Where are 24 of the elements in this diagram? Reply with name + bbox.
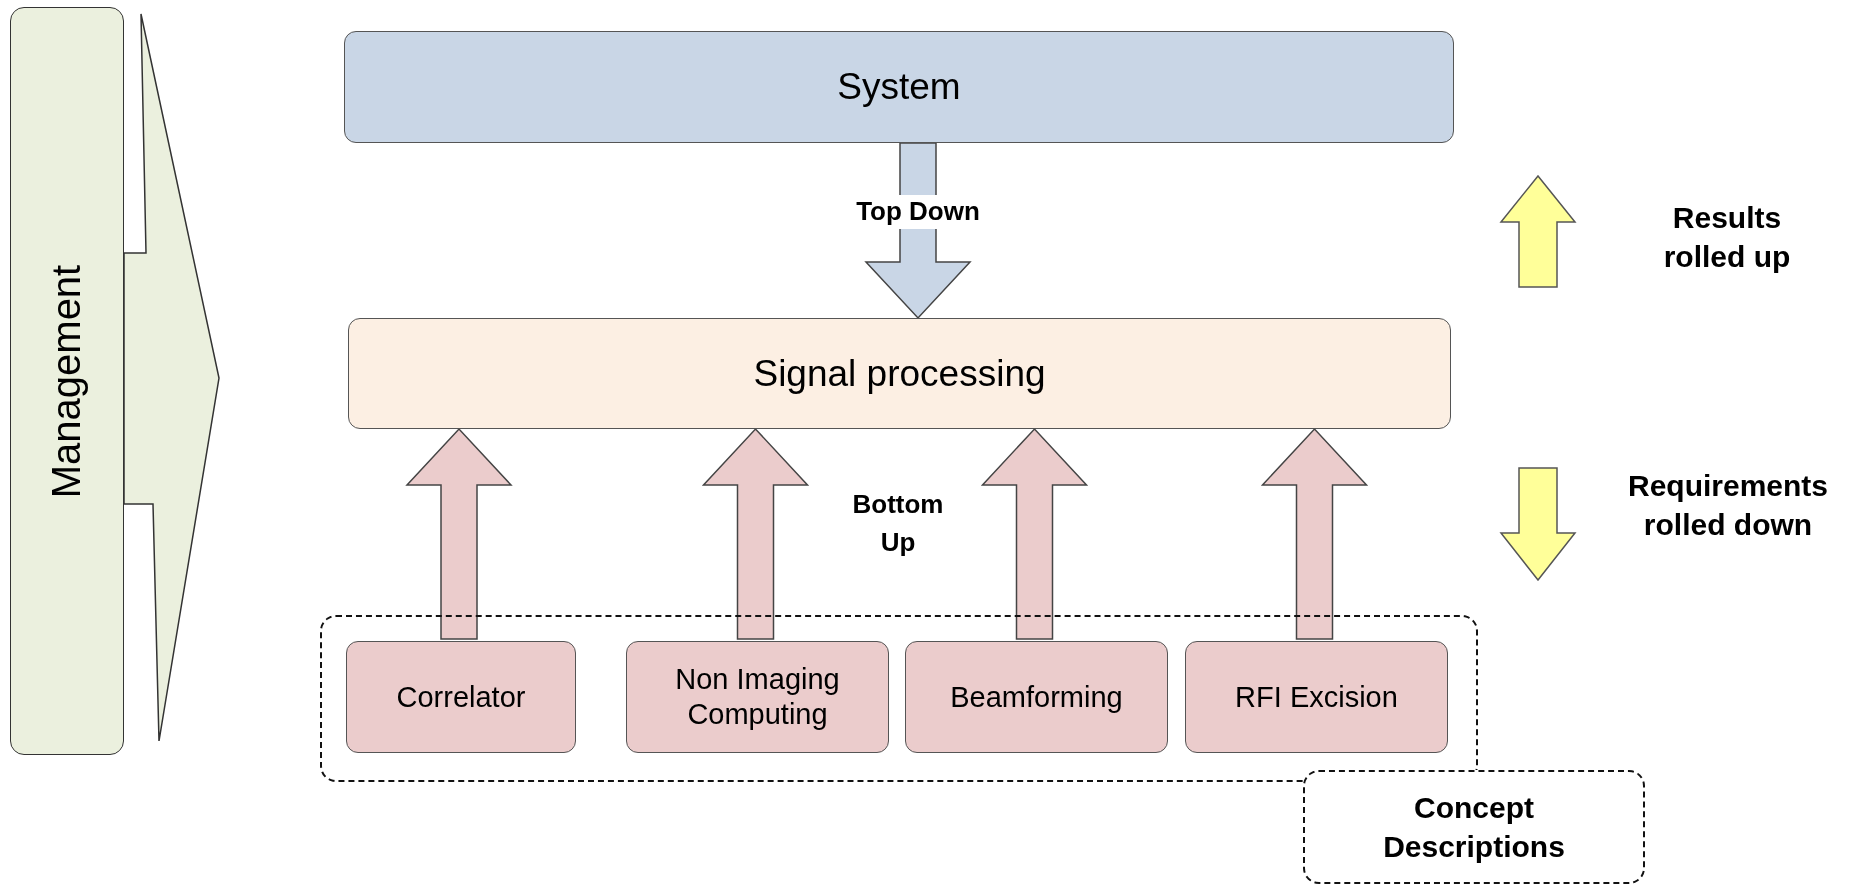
node-label: Concept Descriptions (1382, 790, 1566, 865)
node-label: Signal processing (753, 352, 1046, 395)
block-arrow (1260, 427, 1369, 640)
vertical-title: Management (44, 264, 90, 498)
dashed-group-box (320, 615, 1478, 782)
right-note: Results rolled up (1662, 200, 1792, 275)
node-label: Non Imaging Computing (674, 662, 841, 732)
node-label: RFI Excision (1235, 679, 1398, 715)
node-label: Beamforming (950, 679, 1123, 715)
management-panel (10, 7, 124, 755)
component-box (905, 641, 1168, 753)
block-arrow (405, 427, 513, 640)
component-box (346, 641, 576, 753)
block-arrow (980, 427, 1089, 640)
node-label: System (837, 66, 961, 108)
process-box (348, 318, 1451, 429)
component-box (626, 641, 889, 753)
node-label: Correlator (396, 679, 526, 715)
dashed-note-box (1303, 770, 1645, 884)
system-box (344, 31, 1454, 143)
annotation-text: Bottom Up (851, 488, 945, 559)
block-arrow (701, 427, 810, 640)
component-box (1185, 641, 1448, 753)
right-note: Requirements rolled down (1626, 468, 1830, 543)
